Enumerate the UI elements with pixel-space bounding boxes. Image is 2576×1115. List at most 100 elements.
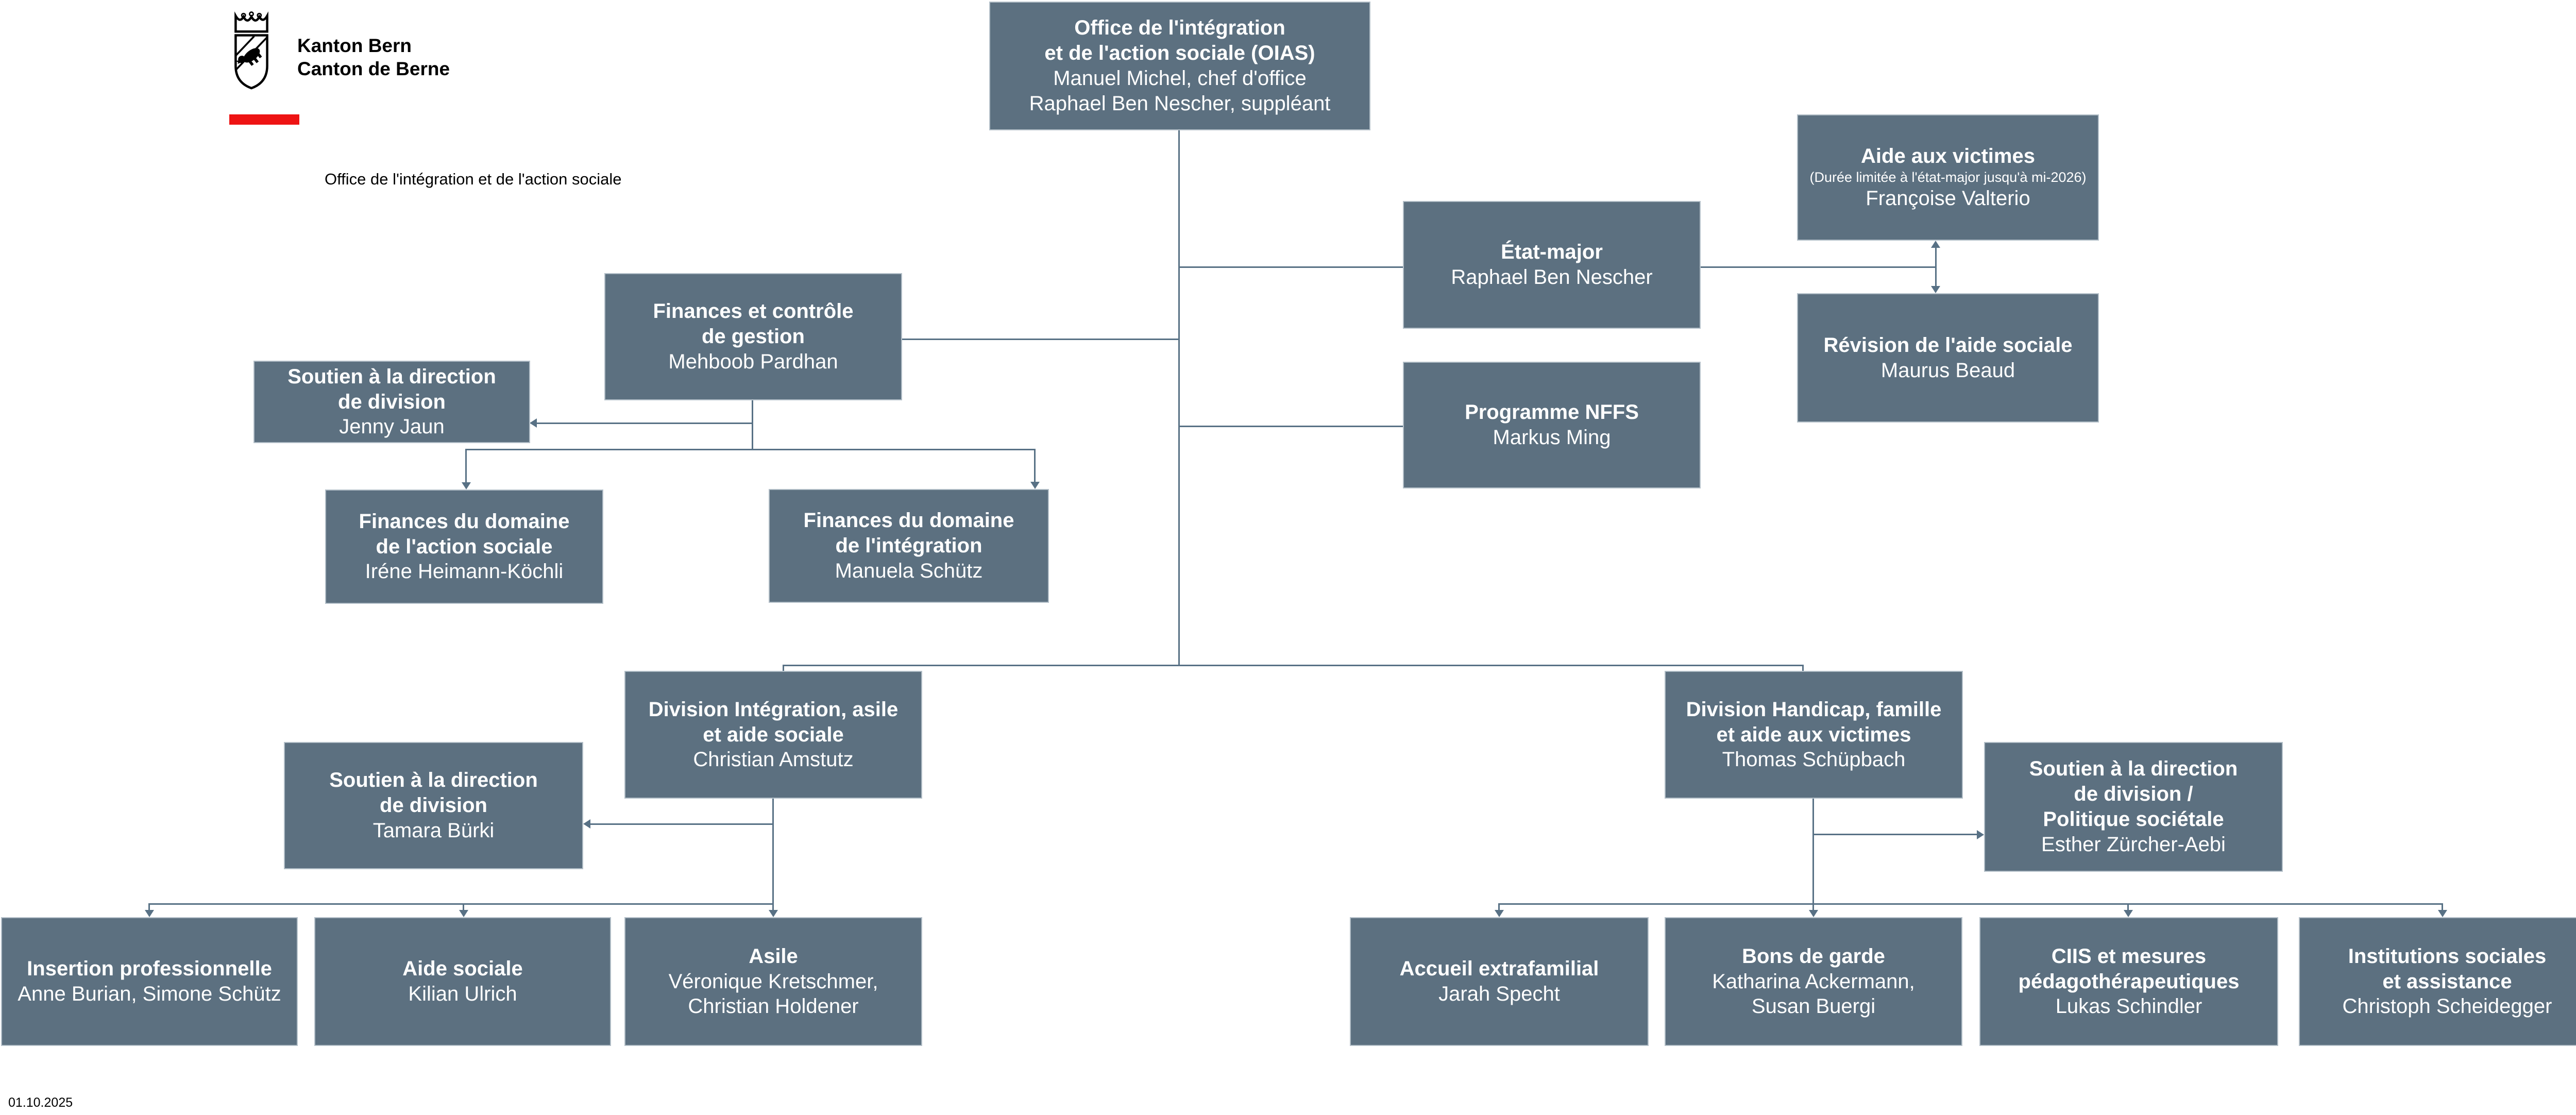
node-title: Aide sociale [402, 957, 523, 981]
node-person: Véronique Kretschmer, Christian Holdener [668, 970, 878, 1018]
connector [1034, 449, 1036, 482]
node-title: Révision de l'aide sociale [1823, 333, 2073, 357]
connector [1178, 266, 1403, 268]
node-person: Manuel Michel, chef d'office Raphael Ben… [1029, 67, 1331, 115]
connector [752, 400, 753, 450]
arrowhead [530, 418, 537, 428]
connector [2442, 903, 2443, 910]
org-node-revision-aide-sociale: Révision de l'aide sociale Maurus Beaud [1797, 293, 2099, 423]
org-node-finances-controle: Finances et contrôle de gestion Mehboob … [604, 273, 902, 400]
node-title: CIIS et mesures pédagothérapeutiques [2018, 944, 2240, 993]
connector [465, 449, 1035, 450]
org-node-finances-action-sociale: Finances du domaine de l'action sociale … [325, 489, 603, 604]
org-node-institutions-sociales: Institutions sociales et assistance Chri… [2299, 917, 2576, 1046]
node-person: Anne Burian, Simone Schütz [18, 983, 281, 1005]
arrowhead [769, 910, 778, 917]
arrowhead [462, 482, 471, 489]
node-person: Jenny Jaun [339, 415, 445, 438]
node-title: Insertion professionnelle [27, 957, 272, 981]
bern-coat-of-arms-icon [234, 11, 268, 90]
connector [463, 903, 464, 910]
node-title: Finances et contrôle de gestion [653, 300, 854, 348]
org-node-soutien-direction-handicap: Soutien à la direction de division / Pol… [1984, 742, 2283, 872]
node-person: Kilian Ulrich [408, 983, 517, 1005]
connector [783, 665, 784, 672]
node-title: Finances du domaine de l'action sociale [359, 510, 570, 558]
node-person: Manuela Schütz [835, 559, 983, 582]
connector [1812, 799, 1814, 910]
node-person: Mehboob Pardhan [668, 350, 838, 373]
org-node-division-integration: Division Intégration, asile et aide soci… [624, 671, 922, 799]
connector [1498, 903, 1500, 910]
node-title: Bons de garde [1742, 944, 1885, 968]
node-person: Jarah Specht [1438, 983, 1560, 1005]
connector [1802, 665, 1804, 672]
arrowhead [1030, 482, 1040, 489]
connector [148, 903, 150, 910]
connector [902, 339, 1179, 340]
node-person: Françoise Valterio [1866, 187, 2030, 210]
org-node-division-handicap: Division Handicap, famille et aide aux v… [1665, 671, 1963, 799]
arrowhead [1931, 241, 1940, 248]
node-title: État-major [1501, 241, 1603, 264]
node-title: Division Intégration, asile et aide soci… [648, 698, 899, 746]
connector [465, 449, 467, 482]
node-person: Esther Zürcher-Aebi [2041, 833, 2226, 856]
connector [148, 903, 773, 905]
logo-wordmark: Kanton Bern Canton de Berne [297, 35, 450, 80]
node-person: Christian Amstutz [693, 748, 854, 771]
node-person: Raphael Ben Nescher [1451, 266, 1653, 289]
node-title: Division Handicap, famille et aide aux v… [1686, 698, 1942, 746]
org-node-aide-aux-victimes: Aide aux victimes (Durée limitée à l'éta… [1797, 114, 2099, 241]
org-node-etat-major: État-major Raphael Ben Nescher [1403, 201, 1701, 329]
connector [783, 665, 1803, 666]
node-person: Thomas Schüpbach [1722, 748, 1906, 771]
node-person: Katharina Ackermann, Susan Buergi [1712, 970, 1915, 1018]
connector [1814, 834, 1977, 835]
node-person: Christoph Scheidegger [2342, 995, 2552, 1018]
org-node-soutien-direction-integration: Soutien à la direction de division Tamar… [284, 742, 583, 869]
node-title: Soutien à la direction de division [287, 365, 496, 413]
org-node-finances-integration: Finances du domaine de l'intégration Man… [769, 489, 1049, 603]
node-title: Asile [749, 944, 798, 968]
connector [1700, 266, 1936, 268]
node-person: Lukas Schindler [2055, 995, 2202, 1018]
org-node-office-oias: Office de l'intégration et de l'action s… [989, 2, 1370, 130]
connector [772, 799, 774, 910]
node-note: (Durée limitée à l'état-major jusqu'à mi… [1809, 169, 2087, 185]
org-node-programme-nffs: Programme NFFS Markus Ming [1403, 362, 1701, 488]
chart-subtitle: Office de l'intégration et de l'action s… [325, 170, 622, 188]
org-node-insertion-professionnelle: Insertion professionnelle Anne Burian, S… [1, 917, 298, 1046]
node-person: Iréne Heimann-Köchli [365, 560, 564, 583]
node-person: Markus Ming [1493, 426, 1611, 449]
node-person: Tamara Bürki [372, 819, 495, 842]
org-node-ciis: CIIS et mesures pédagothérapeutiques Luk… [1979, 917, 2278, 1046]
connector [1935, 247, 1937, 286]
arrowhead [1977, 830, 1984, 839]
arrowhead [1931, 286, 1940, 293]
node-person: Maurus Beaud [1880, 359, 2015, 382]
org-node-aide-sociale: Aide sociale Kilian Ulrich [314, 917, 611, 1046]
arrowhead [145, 910, 154, 917]
arrowhead [1809, 910, 1818, 917]
footer-date: 01.10.2025 [8, 1095, 73, 1110]
arrowhead [2438, 910, 2447, 917]
connector [2127, 903, 2129, 910]
connector [590, 823, 773, 825]
node-title: Office de l'intégration et de l'action s… [1044, 16, 1315, 65]
node-title: Institutions sociales et assistance [2348, 944, 2547, 993]
org-node-bons-de-garde: Bons de garde Katharina Ackermann, Susan… [1665, 917, 1962, 1046]
node-title: Soutien à la direction de division [329, 769, 538, 817]
arrowhead [1495, 910, 1504, 917]
connector [1178, 130, 1180, 666]
node-title: Programme NFFS [1465, 401, 1639, 424]
node-title: Aide aux victimes [1861, 144, 2035, 167]
connector [537, 423, 753, 424]
node-title: Soutien à la direction de division / Pol… [2029, 757, 2238, 831]
logo-red-bar [229, 114, 299, 125]
arrowhead [583, 819, 590, 829]
arrowhead [459, 910, 468, 917]
org-node-soutien-direction-finances: Soutien à la direction de division Jenny… [253, 361, 530, 443]
node-title: Accueil extrafamilial [1399, 957, 1599, 981]
